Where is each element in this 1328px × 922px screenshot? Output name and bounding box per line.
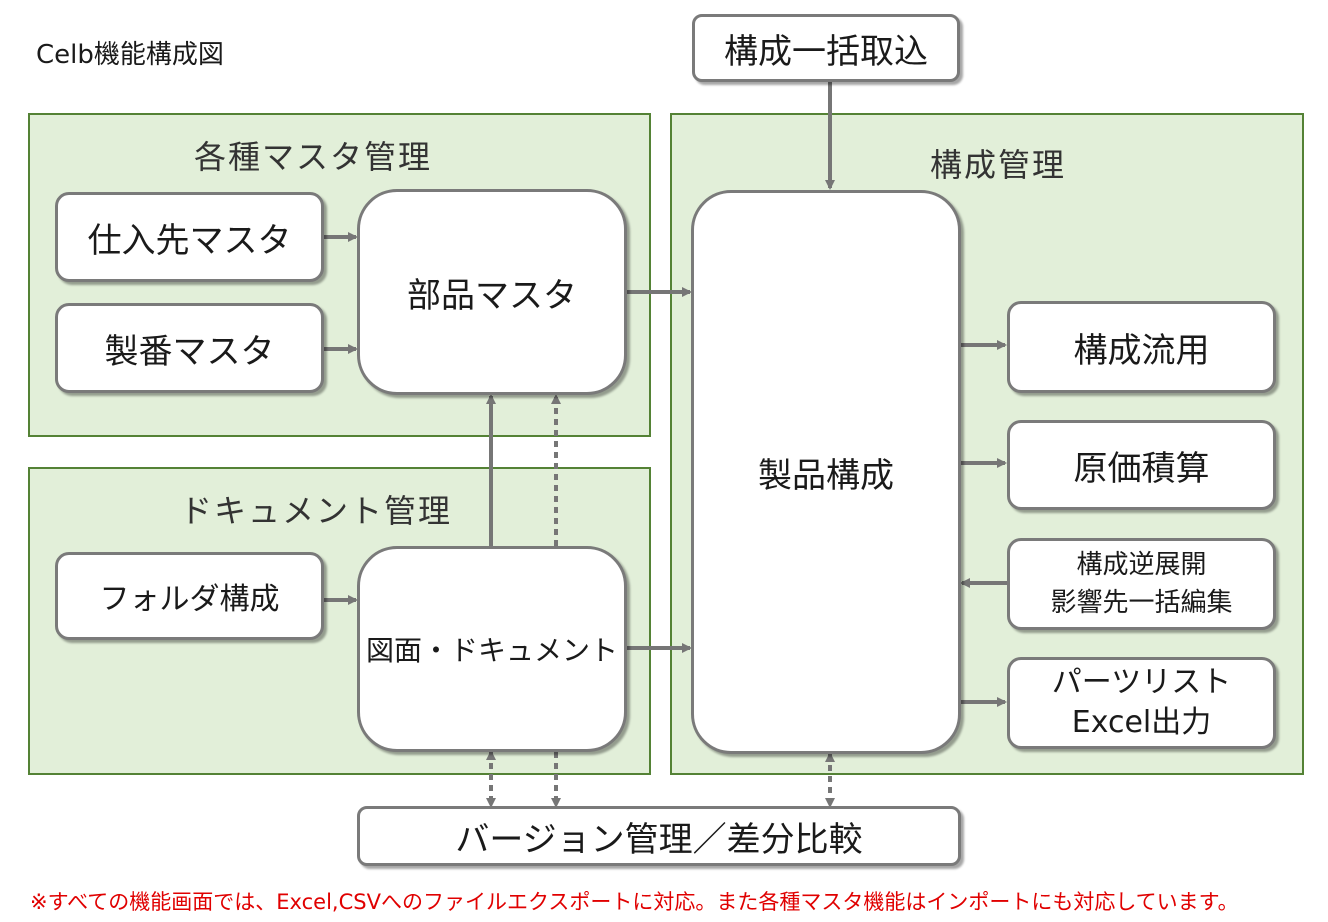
- parts-list-box: パーツリスト Excel出力: [1007, 657, 1276, 749]
- supplier-master-box: 仕入先マスタ: [55, 192, 324, 282]
- structure-reuse-box: 構成流用: [1007, 301, 1276, 393]
- cost-estimate-box: 原価積算: [1007, 420, 1276, 510]
- footnote: ※すべての機能画面では、Excel,CSVへのファイルエクスポートに対応。また各…: [30, 890, 1239, 914]
- version-control-label: バージョン管理／差分比較: [455, 819, 863, 860]
- reverse-expand-label-line1: 構成逆展開: [1076, 550, 1207, 580]
- drawing-document-box: 図面・ドキュメント: [357, 546, 627, 752]
- bulk-import-label: 構成一括取込: [724, 31, 928, 72]
- group-master-title: 各種マスタ管理: [194, 138, 433, 176]
- version-control-box: バージョン管理／差分比較: [357, 806, 961, 866]
- cost-estimate-label: 原価積算: [1073, 448, 1210, 489]
- reverse-expand-label-line2: 影響先一括編集: [1050, 588, 1233, 618]
- diagram-title: Celb機能構成図: [36, 40, 224, 70]
- group-structure-title: 構成管理: [930, 146, 1067, 184]
- folder-structure-label: フォルダ構成: [99, 582, 280, 617]
- folder-structure-box: フォルダ構成: [55, 552, 324, 640]
- parts-master-box: 部品マスタ: [357, 189, 627, 395]
- group-document-title: ドキュメント管理: [180, 492, 453, 530]
- structure-reuse-label: 構成流用: [1073, 330, 1210, 371]
- parts-master-label: 部品マスタ: [407, 275, 577, 316]
- product-structure-box: 製品構成: [691, 190, 961, 754]
- bulk-import-box: 構成一括取込: [692, 14, 960, 82]
- parts-list-label-line1: パーツリスト: [1051, 665, 1232, 700]
- parts-list-label-line2: Excel出力: [1071, 705, 1212, 740]
- supplier-master-label: 仕入先マスタ: [87, 220, 292, 261]
- serial-master-label: 製番マスタ: [104, 331, 275, 372]
- drawing-document-label: 図面・ドキュメント: [365, 634, 618, 667]
- product-structure-label: 製品構成: [758, 455, 894, 496]
- reverse-expand-box: 構成逆展開 影響先一括編集: [1007, 538, 1276, 630]
- serial-master-box: 製番マスタ: [55, 303, 324, 393]
